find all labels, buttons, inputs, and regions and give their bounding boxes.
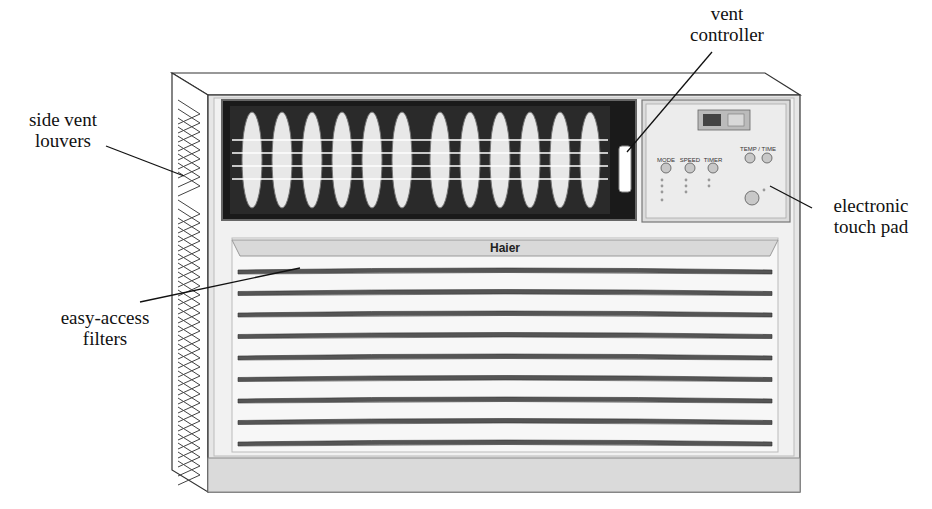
vent-blade: [362, 112, 382, 208]
base-strip: [208, 458, 800, 492]
grille-slat: [238, 268, 772, 274]
display-digits: [703, 114, 721, 126]
front-face: [208, 95, 800, 492]
callout-label: side vent louvers: [8, 110, 118, 152]
vent-controller: [619, 146, 631, 192]
grille-slat: [238, 376, 772, 382]
leader-line: [140, 268, 300, 302]
grille-slat: [238, 290, 772, 296]
vent-blade: [490, 112, 510, 208]
grille-slat: [238, 354, 772, 360]
vent-blade: [430, 112, 450, 208]
grille-slat: [238, 333, 772, 339]
button-label: MODE: [657, 157, 675, 163]
grille-slat: [238, 397, 772, 403]
vent-inner: [230, 106, 610, 214]
vent-blade: [332, 112, 352, 208]
vent-bar: [232, 152, 608, 154]
vent-blade: [272, 112, 292, 208]
vent-blade: [550, 112, 570, 208]
side-panel: [172, 73, 208, 492]
callout-label: vent controller: [672, 4, 782, 46]
vent-bar: [232, 139, 608, 141]
leader-line: [770, 186, 812, 208]
touch-buttons: [661, 153, 772, 205]
air-vent: [222, 100, 636, 220]
grille-slats: [238, 268, 772, 446]
vent-blade: [580, 112, 600, 208]
display-window: [698, 110, 750, 130]
grille-slat: [238, 419, 772, 425]
callout-label: electronic touch pad: [816, 196, 926, 238]
button-label: TEMP / TIME: [740, 146, 776, 152]
vent-blade: [242, 112, 262, 208]
leader-lines: [106, 52, 812, 302]
louver-stroke: [178, 461, 200, 485]
touch-pad-inner: [646, 104, 786, 218]
vent-bar: [232, 165, 608, 167]
vent-bar: [232, 178, 608, 180]
touch-pad-panel: [642, 100, 790, 222]
button-label: TIMER: [704, 157, 723, 163]
top-face: [172, 73, 800, 95]
front-bevel: [214, 98, 794, 456]
callout-label: easy-access filters: [40, 308, 170, 350]
indicator-dots: [661, 179, 766, 202]
vent-blades: [232, 112, 608, 208]
display-indicator: [728, 114, 744, 126]
leader-line: [106, 146, 184, 176]
vent-blade: [460, 112, 480, 208]
grille-slat: [238, 311, 772, 317]
vent-blade: [520, 112, 540, 208]
grille-slat: [238, 440, 772, 446]
leader-line: [627, 52, 712, 152]
brand-bar: [232, 240, 778, 256]
side-vent-louvers: [178, 100, 200, 485]
button-label: SPEED: [680, 157, 700, 163]
filter-grille: [232, 238, 778, 452]
brand-name: Haier: [490, 242, 520, 254]
vent-blade: [302, 112, 322, 208]
vent-blade: [392, 112, 412, 208]
